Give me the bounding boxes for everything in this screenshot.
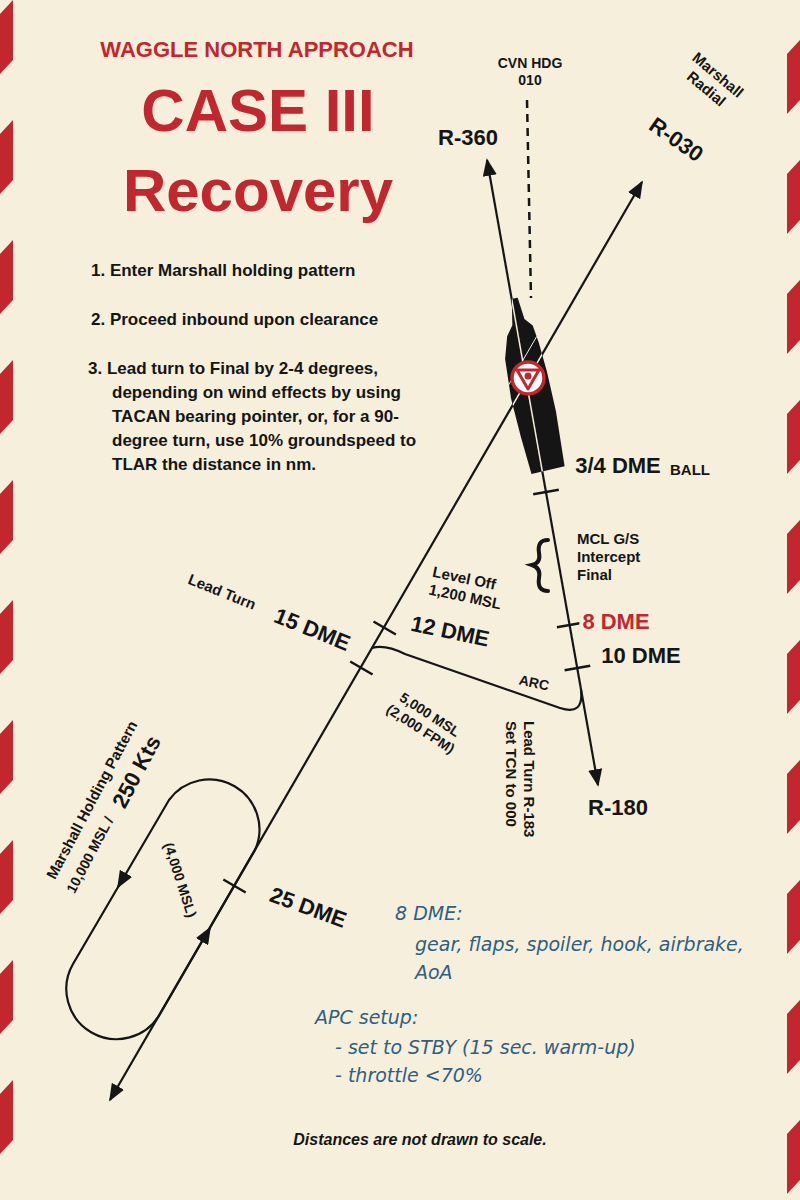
dme-tick	[533, 490, 559, 495]
handwritten-note: 8 DME:	[392, 902, 466, 925]
carrier-symbol	[512, 362, 544, 394]
edge-border	[0, 0, 13, 1200]
holding-pattern	[66, 779, 259, 1039]
carrier-symbol	[517, 370, 539, 389]
approach-name: WAGGLE NORTH APPROACH	[97, 37, 416, 63]
instruction-step: 3. Lead turn to Final by 2-4 degrees, de…	[88, 357, 448, 477]
dme-tick	[350, 662, 372, 675]
radial-label: R-030	[641, 110, 710, 169]
title: CASE III Recovery	[65, 71, 451, 231]
holding-altitude: (4,000 MSL)	[159, 838, 201, 923]
heading-line	[527, 100, 531, 298]
bracket	[532, 540, 548, 591]
caption: Distances are not drawn to scale.	[290, 1130, 549, 1149]
handwritten-note: - set to STBY (15 sec. warm-up)	[332, 1036, 639, 1059]
edge-border	[787, 0, 800, 1200]
glideslope-note: MCL G/S Intercept Final	[574, 530, 668, 584]
direction-arrow	[118, 875, 125, 887]
instruction-step: 2. Proceed inbound upon clearance	[88, 308, 381, 332]
distance-label: 3/4 DME	[572, 453, 664, 479]
arc-note: ARC	[514, 671, 553, 695]
radial-label: R-180	[585, 795, 651, 821]
lead-turn-note: Lead Turn	[183, 569, 261, 615]
descent-note: 5,000 MSL (2,000 FPM)	[372, 679, 478, 764]
dme-tick	[223, 880, 245, 893]
distance-note: BALL	[667, 461, 713, 479]
handwritten-note: gear, flaps, spoiler, hook, airbrake, Ao…	[412, 930, 748, 986]
instruction-step: 1. Enter Marshall holding pattern	[88, 259, 358, 283]
dme-tick	[374, 622, 396, 635]
carrier-symbol	[525, 373, 532, 380]
direction-arrow	[203, 928, 210, 940]
altitude-note: Level Off 1,200 MSL	[424, 562, 527, 618]
radial-label: R-360	[435, 125, 501, 151]
dme-tick	[565, 666, 591, 671]
distance-label: 10 DME	[598, 643, 683, 669]
distance-label: 25 DME	[263, 881, 352, 935]
handwritten-note: APC setup:	[312, 1006, 421, 1029]
distance-label: 8 DME	[579, 609, 652, 635]
radial-caption: Marshall Radial	[668, 41, 755, 123]
carrier-silhouette	[494, 295, 566, 476]
handwritten-note: - throttle <70%	[332, 1064, 486, 1087]
distance-label: 15 DME	[267, 602, 356, 658]
lead-turn-note: Lead Turn R-183 Set TCN to 000	[502, 718, 538, 866]
distance-label: 12 DME	[405, 610, 494, 654]
heading-label: CVN HDG 010	[490, 55, 570, 89]
